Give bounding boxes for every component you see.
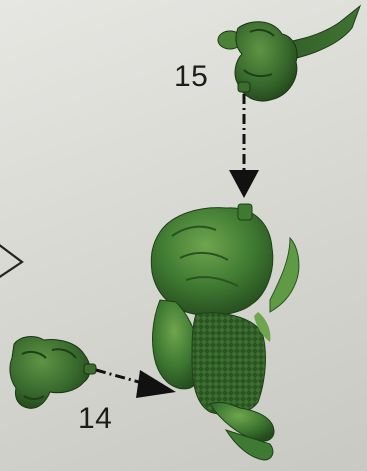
arrow-part-15 [229, 94, 259, 198]
part-number-14: 14 [78, 404, 112, 434]
side-arrow-marker [0, 244, 22, 278]
part-14-hand [10, 337, 96, 409]
part-15-hand-with-blade [218, 6, 360, 101]
part-number-15: 15 [174, 62, 208, 92]
main-body-figure [151, 204, 299, 460]
